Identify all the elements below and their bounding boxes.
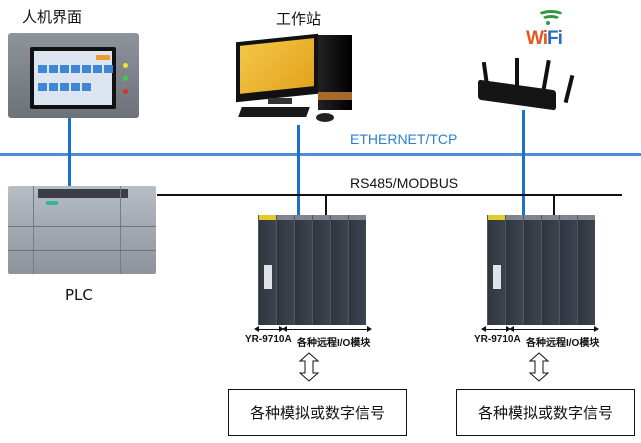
led-yellow-icon xyxy=(123,63,128,68)
modules-span-arrow-1 xyxy=(282,326,372,332)
wifi-signal-icon xyxy=(537,10,565,23)
bidirectional-arrow-icon xyxy=(298,352,320,382)
signal-box-2: 各种模拟或数字信号 xyxy=(456,389,635,436)
ethernet-bus xyxy=(0,153,641,156)
ethernet-bus-label: ETHERNET/TCP xyxy=(350,131,458,147)
workstation-label: 工作站 xyxy=(276,10,322,28)
workstation-drop xyxy=(297,125,300,215)
router-drop xyxy=(522,110,525,215)
plc-device xyxy=(8,186,156,274)
signal-box-1: 各种模拟或数字信号 xyxy=(228,389,407,436)
monitor-icon xyxy=(236,33,318,103)
head-label-1: YR-9710A xyxy=(245,334,292,345)
rs485-drop-2 xyxy=(553,195,555,215)
io-rack-2 xyxy=(487,215,599,325)
head-span-arrow-1 xyxy=(254,326,284,332)
head-span-arrow-2 xyxy=(481,326,511,332)
modules-label-1: 各种远程I/O模块 xyxy=(297,338,371,349)
hmi-label: 人机界面 xyxy=(22,8,83,26)
modules-span-arrow-2 xyxy=(509,326,599,332)
hmi-device xyxy=(8,33,139,118)
head-label-2: YR-9710A xyxy=(474,334,521,345)
io-rack-1 xyxy=(258,215,370,325)
rs485-drop-1 xyxy=(325,195,327,215)
plc-label: PLC xyxy=(65,286,93,304)
hmi-screen xyxy=(30,47,116,109)
led-red-icon xyxy=(123,89,128,94)
bidirectional-arrow-icon xyxy=(528,352,550,382)
hmi-plc-link xyxy=(68,118,71,188)
led-green-icon xyxy=(123,76,128,81)
keyboard-icon xyxy=(238,107,310,117)
rs485-bus xyxy=(157,194,622,196)
modules-label-2: 各种远程I/O模块 xyxy=(526,338,600,349)
pc-tower-icon xyxy=(318,35,352,110)
rs485-bus-label: RS485/MODBUS xyxy=(350,175,459,191)
mouse-icon xyxy=(316,113,334,122)
